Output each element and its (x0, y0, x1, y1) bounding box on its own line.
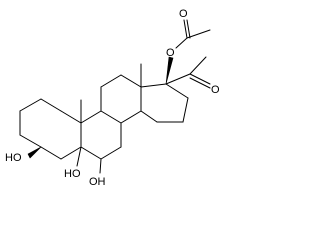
ring-b (80, 110, 122, 160)
ring-a (19, 98, 82, 160)
ester-carbonyl-oxygen-label: O (179, 8, 188, 20)
acetyl-group: O (165, 56, 220, 96)
ring-c (100, 74, 142, 124)
methyl-groups (80, 63, 142, 124)
c3-hydroxyl-label: HO (5, 152, 22, 164)
c6-hydroxyl-label: OH (89, 176, 106, 188)
c6-hydroxyl-bond (99, 158, 102, 174)
ester-oxygen-label: O (166, 47, 175, 59)
ring-d (140, 83, 189, 123)
c17-oxygen-wedge-bond (165, 56, 174, 85)
acetoxy-group: O O (165, 8, 211, 85)
ketone-oxygen-label: O (211, 84, 220, 96)
c5-hydroxyl-bond (76, 146, 82, 167)
hydroxyl-groups: HO HO OH (5, 146, 106, 188)
chemical-structure: O O O HO HO OH (5, 8, 220, 188)
c5-hydroxyl-label: HO (64, 168, 81, 180)
c3-hydroxyl-wedge-bond (27, 146, 42, 159)
